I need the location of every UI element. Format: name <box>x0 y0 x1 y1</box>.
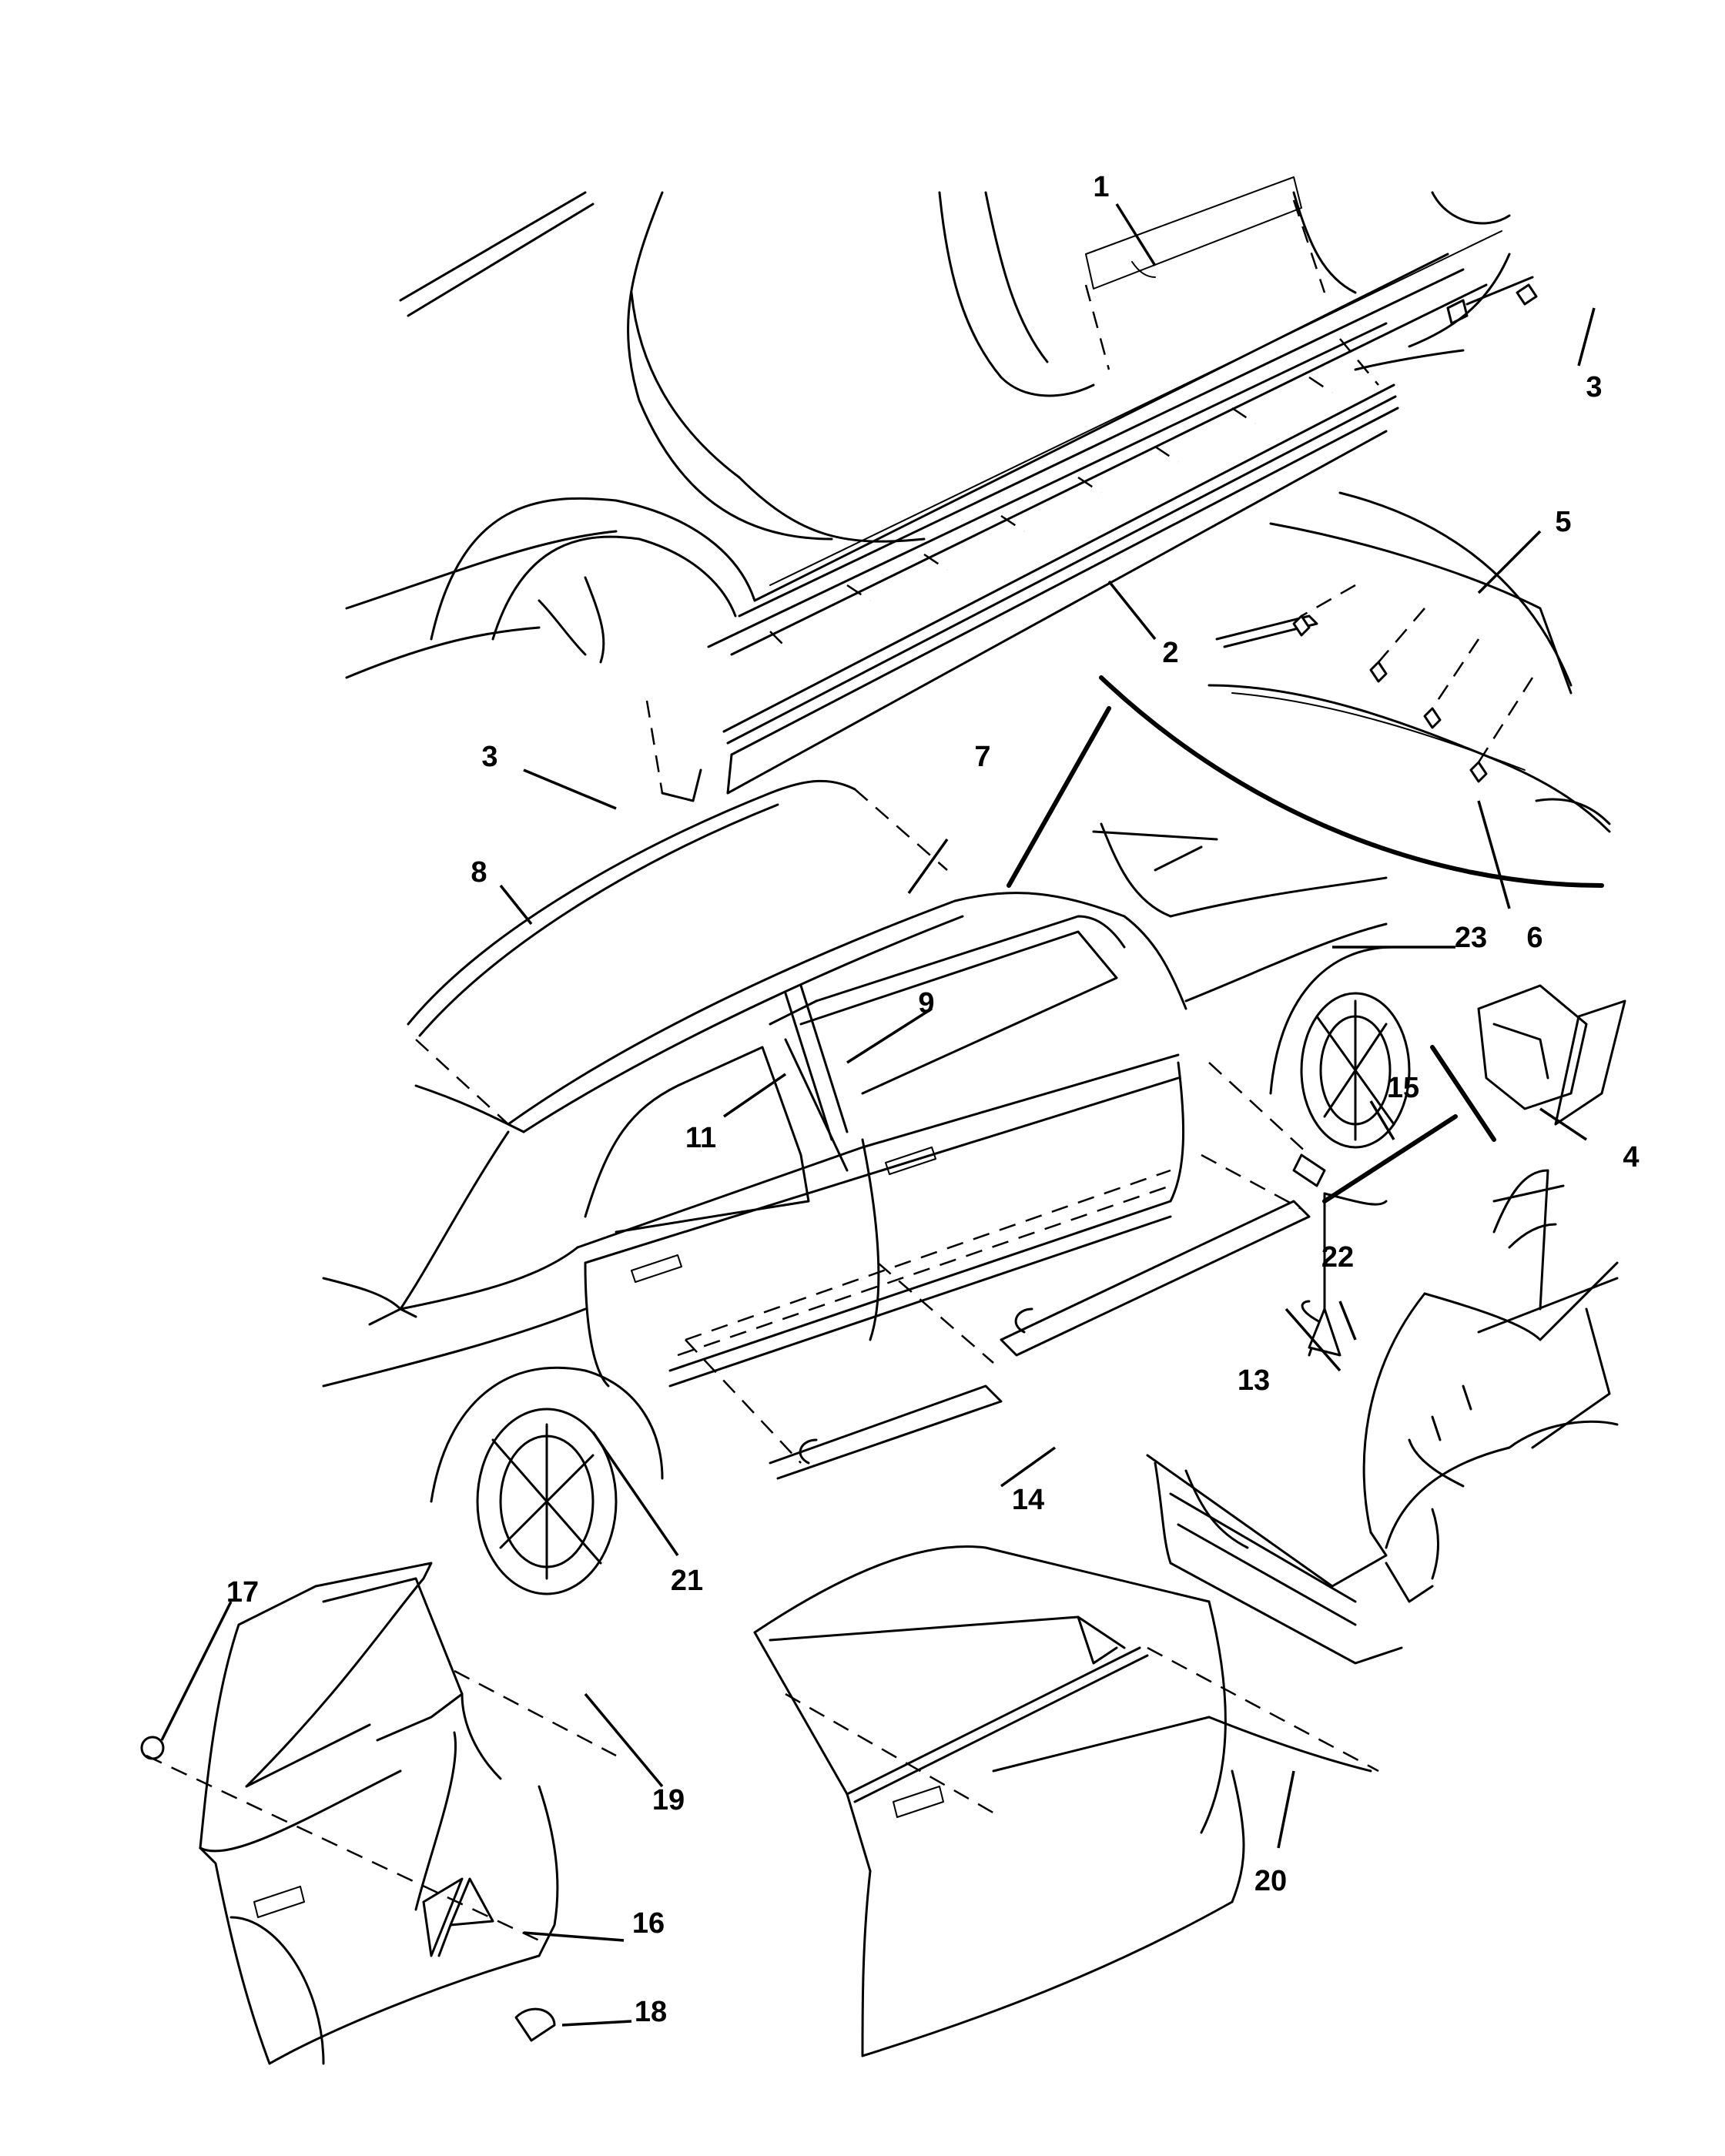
callout-3-left: 3 <box>481 741 497 773</box>
callout-18: 18 <box>635 1996 667 2028</box>
callout-21: 21 <box>671 1565 703 1597</box>
callout-4: 4 <box>1623 1141 1639 1173</box>
roof-molding-inset <box>1099 491 1611 888</box>
callout-7: 7 <box>974 741 990 773</box>
callout-13: 13 <box>1238 1364 1270 1397</box>
callout-20: 20 <box>1254 1865 1287 1897</box>
callout-1: 1 <box>1093 171 1109 203</box>
callout-9: 9 <box>918 987 934 1019</box>
callout-16: 16 <box>632 1907 665 1940</box>
vehicle-side-view <box>322 706 1626 1595</box>
rear-quarter-body-view <box>345 176 1538 802</box>
callout-labels: 1 2 3 3 4 5 6 7 8 9 11 13 14 15 16 17 18… <box>226 171 1640 2028</box>
callout-5: 5 <box>1555 506 1571 538</box>
callout-17: 17 <box>226 1576 259 1609</box>
rear-panel-view <box>1146 1169 1619 1665</box>
callout-15: 15 <box>1387 1072 1419 1104</box>
callout-14: 14 <box>1012 1484 1044 1516</box>
callout-19: 19 <box>652 1784 685 1816</box>
callout-8: 8 <box>471 856 487 889</box>
front-door-view <box>753 1545 1379 2057</box>
callout-3-top: 3 <box>1586 371 1602 403</box>
sill-clip-row <box>769 376 1333 648</box>
rear-door-view <box>140 1562 617 2065</box>
callout-6: 6 <box>1526 922 1542 954</box>
callout-22: 22 <box>1321 1241 1354 1274</box>
callout-11: 11 <box>685 1122 716 1154</box>
leader-lines <box>160 203 1596 2027</box>
callout-2: 2 <box>1162 637 1178 669</box>
callout-23: 23 <box>1455 922 1487 954</box>
